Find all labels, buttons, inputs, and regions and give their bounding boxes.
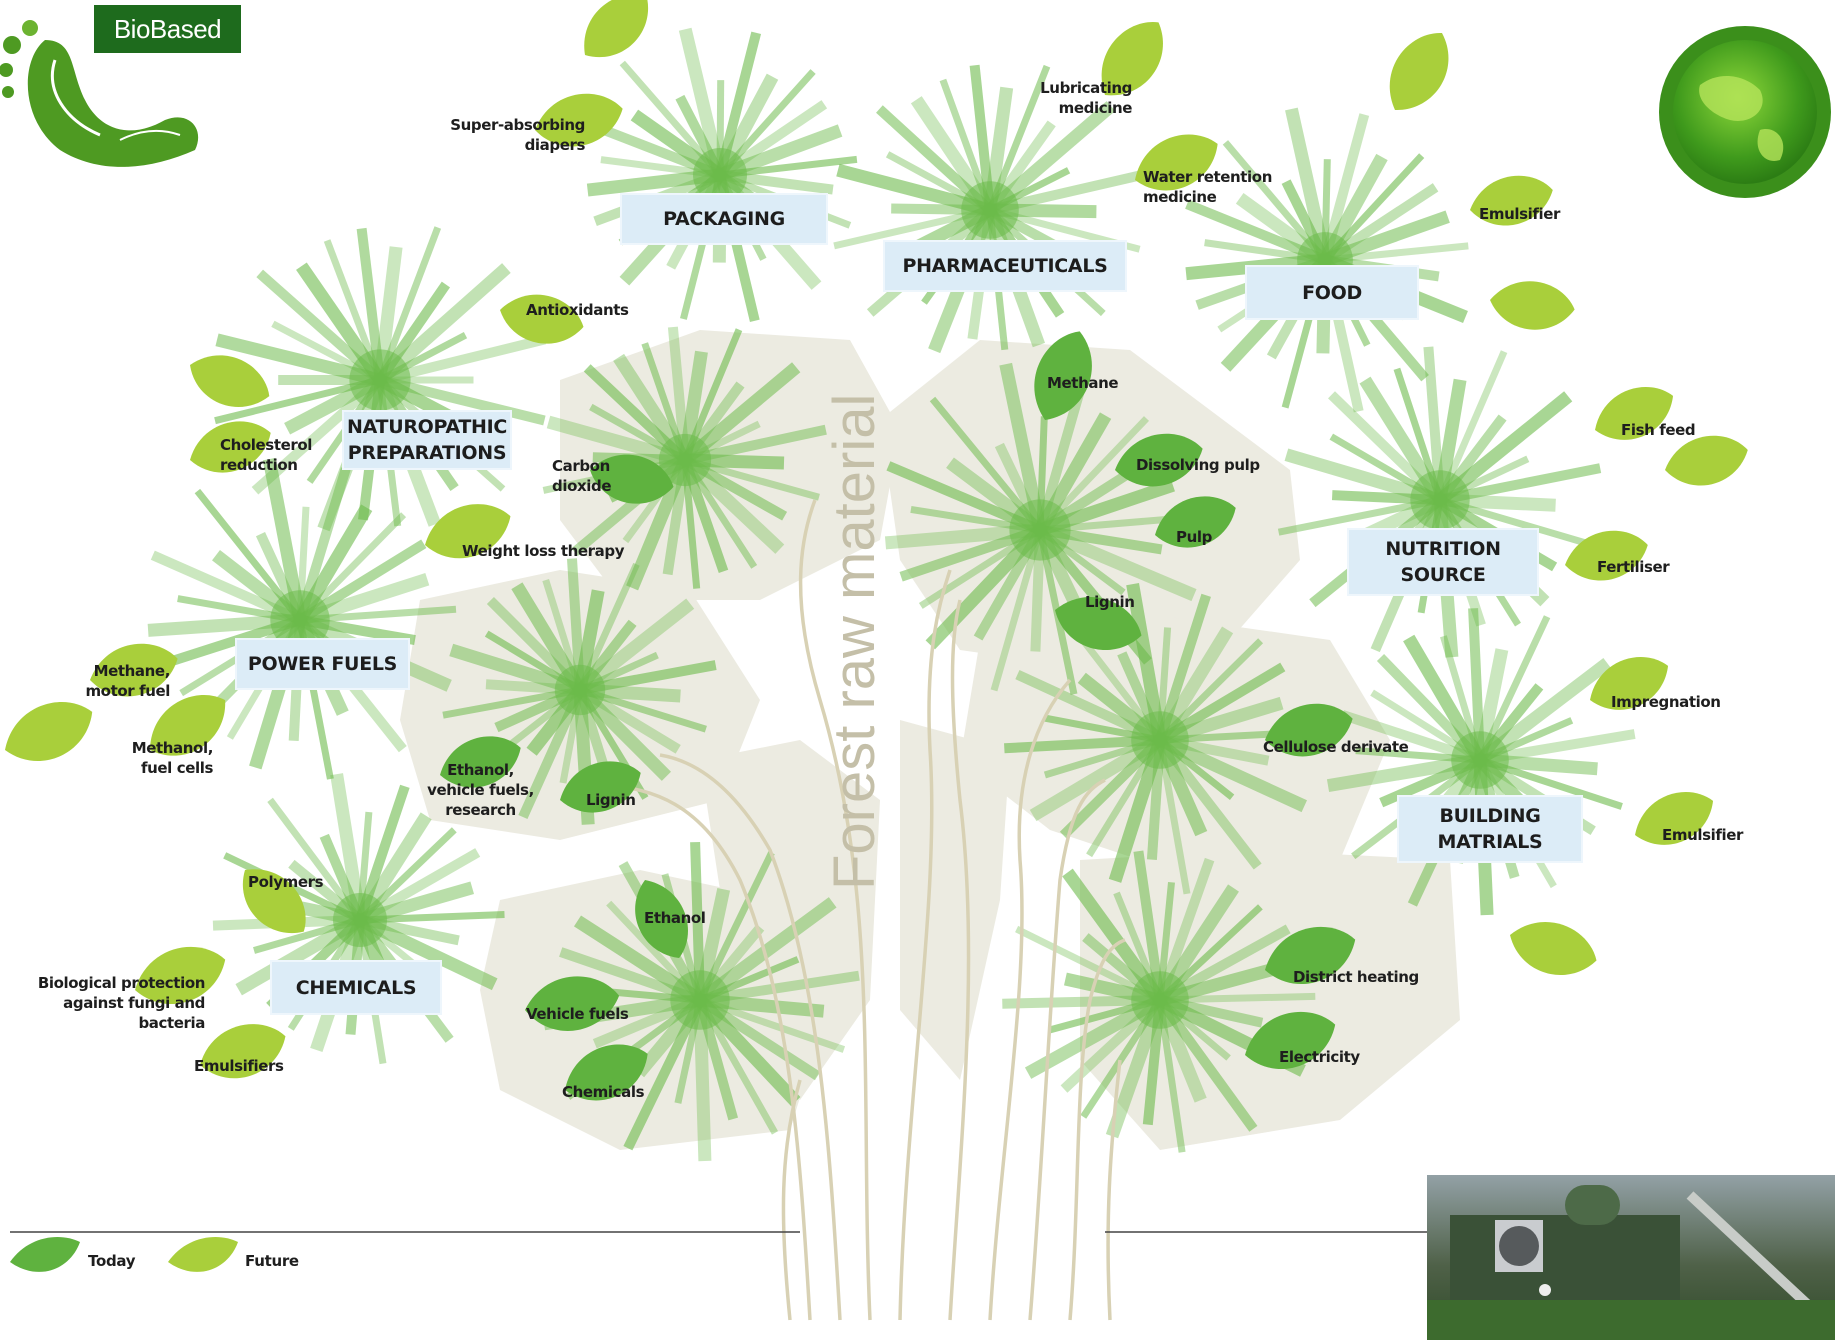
category-power-fuels: POWER FUELS: [235, 638, 410, 690]
label-ethanol: Ethanol: [644, 908, 714, 928]
label-antioxidants: Antioxidants: [526, 300, 636, 320]
category-packaging: PACKAGING: [620, 193, 828, 245]
label-water-retention-medicine: Water retention medicine: [1143, 167, 1293, 207]
frond-cluster: [1279, 347, 1601, 657]
label-methanol-fuel-cells: Methanol, fuel cells: [113, 738, 213, 778]
label-chemicals: Chemicals: [562, 1082, 647, 1102]
future-leaf-icon: [193, 1015, 293, 1088]
frond-cluster: [587, 29, 857, 321]
category-pharmaceuticals: PHARMACEUTICALS: [883, 240, 1127, 292]
label-cholesterol-reduction: Cholesterol reduction: [220, 435, 320, 475]
label-ethanol-vehicle-fuels-research: Ethanol, vehicle fuels, research: [408, 760, 553, 820]
future-leaf-icon: [1486, 274, 1578, 336]
legend-today-leaf-icon: [10, 1237, 80, 1272]
label-lignin-right: Lignin: [1085, 592, 1145, 612]
label-super-absorbing-diapers: Super-absorbing diapers: [440, 115, 585, 155]
label-fish-feed: Fish feed: [1621, 420, 1701, 440]
canopy-blob: [900, 720, 1010, 1080]
category-building-materials: BUILDING MATRIALS: [1397, 795, 1583, 863]
green-globe-icon: [1659, 26, 1831, 198]
label-biological-protection: Biological protection against fungi and …: [5, 973, 205, 1033]
category-naturopathic-preparations: NATUROPATHIC PREPARATIONS: [342, 410, 512, 470]
label-emulsifiers: Emulsifiers: [194, 1056, 284, 1076]
label-fertiliser: Fertiliser: [1597, 557, 1677, 577]
category-food: FOOD: [1245, 265, 1419, 320]
future-leaf-icon: [568, 0, 664, 72]
label-emulsifier-food: Emulsifier: [1479, 204, 1569, 224]
future-leaf-icon: [0, 690, 103, 773]
label-lubricating-medicine: Lubricating medicine: [1000, 78, 1132, 118]
category-chemicals: CHEMICALS: [270, 960, 442, 1015]
label-cellulose-derivate: Cellulose derivate: [1263, 737, 1413, 757]
biogas-plant-photo: [1427, 1175, 1835, 1340]
brand-logo-text: BioBased: [94, 5, 241, 53]
label-emulsifier-building: Emulsifier: [1662, 825, 1752, 845]
label-weight-loss-therapy: Weight loss therapy: [462, 541, 632, 561]
frond-cluster: [215, 228, 545, 529]
label-methane: Methane: [1047, 373, 1127, 393]
label-lignin-left: Lignin: [586, 790, 646, 810]
label-district-heating: District heating: [1293, 967, 1423, 987]
label-polymers: Polymers: [248, 872, 328, 892]
future-leaf-icon: [1502, 909, 1604, 988]
label-dissolving-pulp: Dissolving pulp: [1136, 455, 1266, 475]
label-methane-motor-fuel: Methane, motor fuel: [70, 661, 170, 701]
future-leaf-icon: [1372, 20, 1466, 123]
label-carbon-dioxide: Carbon dioxide: [552, 456, 672, 496]
trunk-label: Forest raw material: [820, 470, 890, 890]
legend-future-label: Future: [245, 1252, 299, 1270]
label-vehicle-fuels: Vehicle fuels: [526, 1004, 636, 1024]
label-pulp: Pulp: [1176, 527, 1226, 547]
label-electricity: Electricity: [1279, 1047, 1379, 1067]
legend-today-label: Today: [88, 1252, 135, 1270]
category-nutrition-source: NUTRITION SOURCE: [1347, 528, 1539, 596]
legend-future-leaf-icon: [168, 1237, 238, 1272]
future-leaf-icon: [1560, 525, 1652, 587]
label-impregnation: Impregnation: [1611, 692, 1721, 712]
